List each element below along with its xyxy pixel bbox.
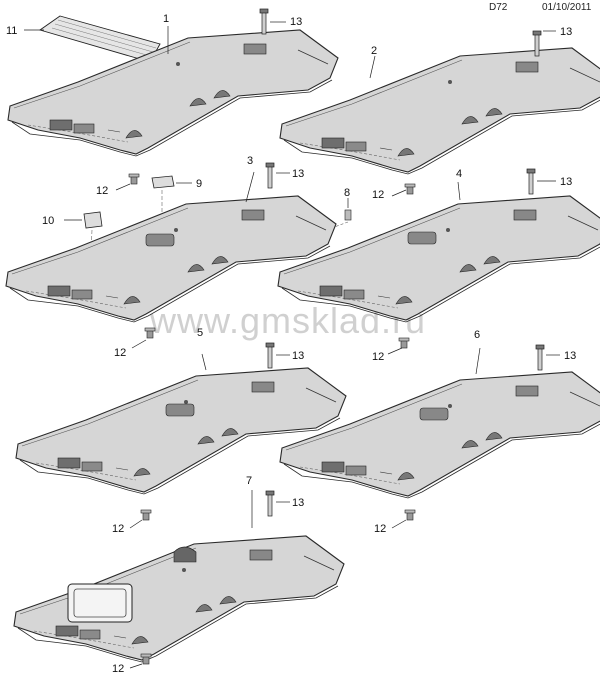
callout-13: 13 xyxy=(292,168,304,180)
callout-9: 9 xyxy=(196,178,202,190)
callout-12: 12 xyxy=(372,351,384,363)
headliner-5 xyxy=(15,353,347,495)
clip-1 xyxy=(128,173,140,185)
pad-part-9 xyxy=(151,175,192,232)
callout-10: 10 xyxy=(42,215,54,227)
clip-3 xyxy=(144,327,156,339)
clip-6 xyxy=(404,509,416,521)
headliner-3 xyxy=(5,171,337,323)
callout-12: 12 xyxy=(96,185,108,197)
headliner-2 xyxy=(279,47,600,175)
diagram-code: D72 xyxy=(489,2,508,13)
clip-5 xyxy=(140,509,152,521)
headliner-7-sunroof xyxy=(13,490,345,663)
screw-6 xyxy=(535,344,545,371)
callout-13: 13 xyxy=(292,350,304,362)
callout-6: 6 xyxy=(474,329,480,341)
headliner-1 xyxy=(7,26,339,157)
screw-1 xyxy=(259,8,269,35)
callout-2: 2 xyxy=(371,45,377,57)
screw-4 xyxy=(526,168,536,195)
callout-12: 12 xyxy=(114,347,126,359)
headliner-6 xyxy=(279,347,600,499)
screw-7 xyxy=(265,490,275,517)
pin-part-8 xyxy=(325,198,352,231)
callout-12: 12 xyxy=(374,523,386,535)
callout-12: 12 xyxy=(372,189,384,201)
clip-4 xyxy=(398,337,410,349)
callout-3: 3 xyxy=(247,155,253,167)
screw-5 xyxy=(265,342,275,369)
callout-5: 5 xyxy=(197,327,203,339)
callout-12: 12 xyxy=(112,523,124,535)
pad-part-10 xyxy=(64,211,103,277)
callout-13: 13 xyxy=(564,350,576,362)
callout-4: 4 xyxy=(456,168,462,180)
callout-13: 13 xyxy=(290,16,302,28)
callout-13: 13 xyxy=(292,497,304,509)
screw-3 xyxy=(265,162,275,189)
callout-12: 12 xyxy=(112,663,124,675)
callout-1: 1 xyxy=(163,13,169,25)
headliner-4 xyxy=(277,181,600,323)
callout-13: 13 xyxy=(560,26,572,38)
clip-2 xyxy=(404,183,416,195)
callout-8: 8 xyxy=(344,187,350,199)
pad-part-11 xyxy=(24,15,161,63)
callout-11: 11 xyxy=(6,25,17,37)
diagram-date: 01/10/2011 xyxy=(542,2,592,13)
callout-7: 7 xyxy=(246,475,252,487)
callout-13: 13 xyxy=(560,176,572,188)
